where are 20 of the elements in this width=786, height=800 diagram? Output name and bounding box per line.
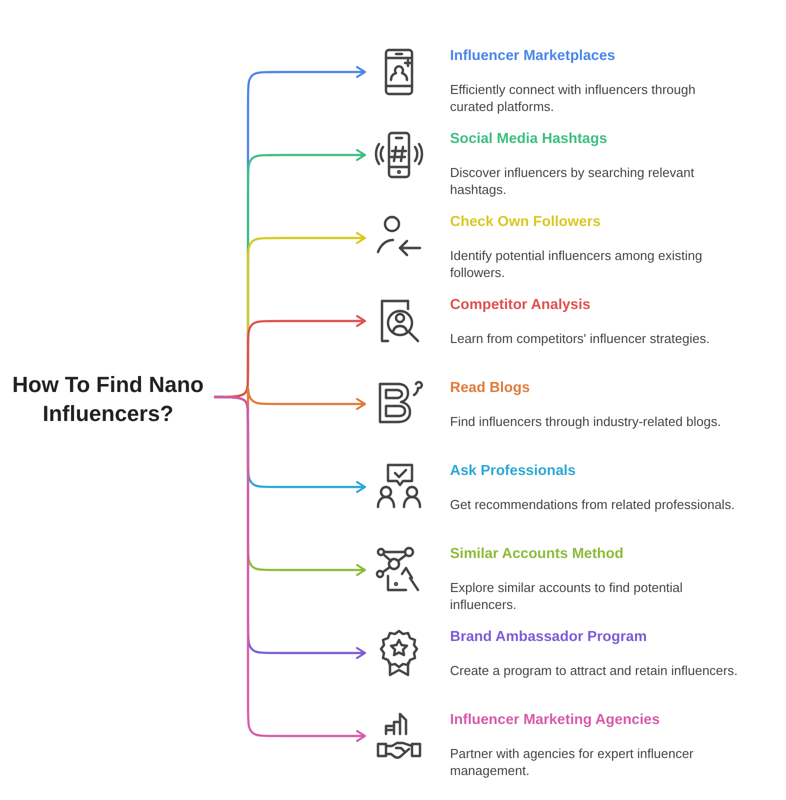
item-description: Identify potential influencers among existing followers.: [450, 247, 704, 281]
item-description: Learn from competitors' influencer strategies.: [450, 330, 711, 347]
title-text: How To Find Nano Influencers?: [2, 370, 214, 430]
item-heading: Influencer Marketplaces: [450, 48, 616, 64]
item-heading: Brand Ambassador Program: [450, 629, 647, 645]
item-heading: Competitor Analysis: [450, 297, 590, 313]
item-heading: Influencer Marketing Agencies: [450, 712, 660, 728]
branch-arrow: [214, 396, 366, 742]
item-description: Find influencers through industry-related blogs.: [450, 413, 722, 430]
item-heading: Check Own Followers: [450, 214, 601, 230]
item-description: Partner with agencies for expert influencer management.: [450, 745, 695, 779]
item-heading: Ask Professionals: [450, 463, 576, 479]
item-description: Efficiently connect with influencers through curated platforms.: [450, 81, 696, 115]
item-description: Explore similar accounts to find potential influencers.: [450, 579, 684, 613]
item-description: Create a program to attract and retain influencers.: [450, 662, 739, 679]
item-description: Discover influencers by searching relevant hashtags.: [450, 164, 696, 198]
item-description: Get recommendations from related professionals.: [450, 496, 736, 513]
item-heading: Social Media Hashtags: [450, 131, 608, 147]
item-heading: Similar Accounts Method: [450, 546, 624, 562]
item-heading: Read Blogs: [450, 380, 530, 396]
